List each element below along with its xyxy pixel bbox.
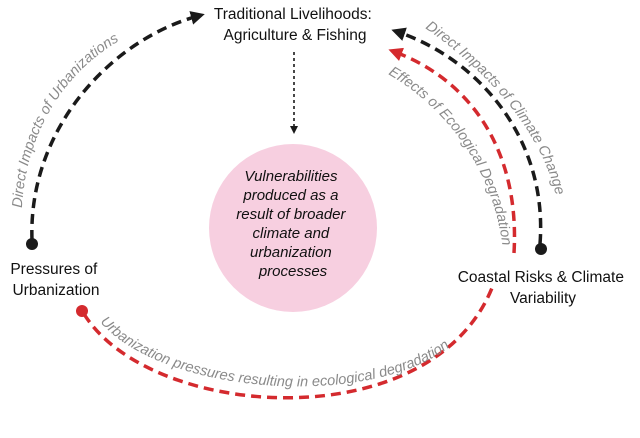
urbanization-degradation-text: Urbanization pressures resulting in ecol… [97, 314, 452, 391]
center-line-1: Vulnerabilities [244, 168, 338, 185]
coastal-line-1: Coastal Risks & Climate [458, 269, 624, 286]
urbanization-node: Pressures of Urbanization [10, 261, 101, 299]
center-text: Vulnerabilities produced as a result of … [236, 168, 349, 280]
urbanization-red-dot [76, 305, 88, 317]
center-line-3: result of broader [236, 206, 346, 223]
center-line-2: produced as a [242, 187, 338, 204]
center-line-5: urbanization [250, 244, 332, 261]
center-line-4: climate and [253, 225, 330, 242]
direct-urbanization-text: Direct Impacts of Urbanizations [10, 30, 121, 208]
coastal-risks-node: Coastal Risks & Climate Variability [458, 269, 629, 307]
traditional-livelihoods-node: Traditional Livelihoods: Agriculture & F… [214, 6, 376, 44]
center-circle [209, 144, 377, 312]
coastal-dot [535, 243, 547, 255]
urbanization-degradation-arrow [82, 287, 494, 400]
traditional-line-1: Traditional Livelihoods: [214, 6, 372, 23]
urbanization-degradation-label: Urbanization pressures resulting in ecol… [97, 314, 452, 391]
direct-urbanization-label: Direct Impacts of Urbanizations [10, 30, 121, 208]
urbanization-line-1: Pressures of [10, 261, 98, 278]
direct-climate-arrow [391, 27, 543, 245]
traditional-line-2: Agriculture & Fishing [223, 27, 366, 44]
urbanization-dot [26, 238, 38, 250]
ecological-effects-arrow [388, 47, 517, 254]
direct-urbanization-arrow [30, 11, 205, 241]
center-line-6: processes [258, 263, 328, 280]
urbanization-line-2: Urbanization [12, 282, 99, 299]
coastal-line-2: Variability [510, 290, 576, 307]
